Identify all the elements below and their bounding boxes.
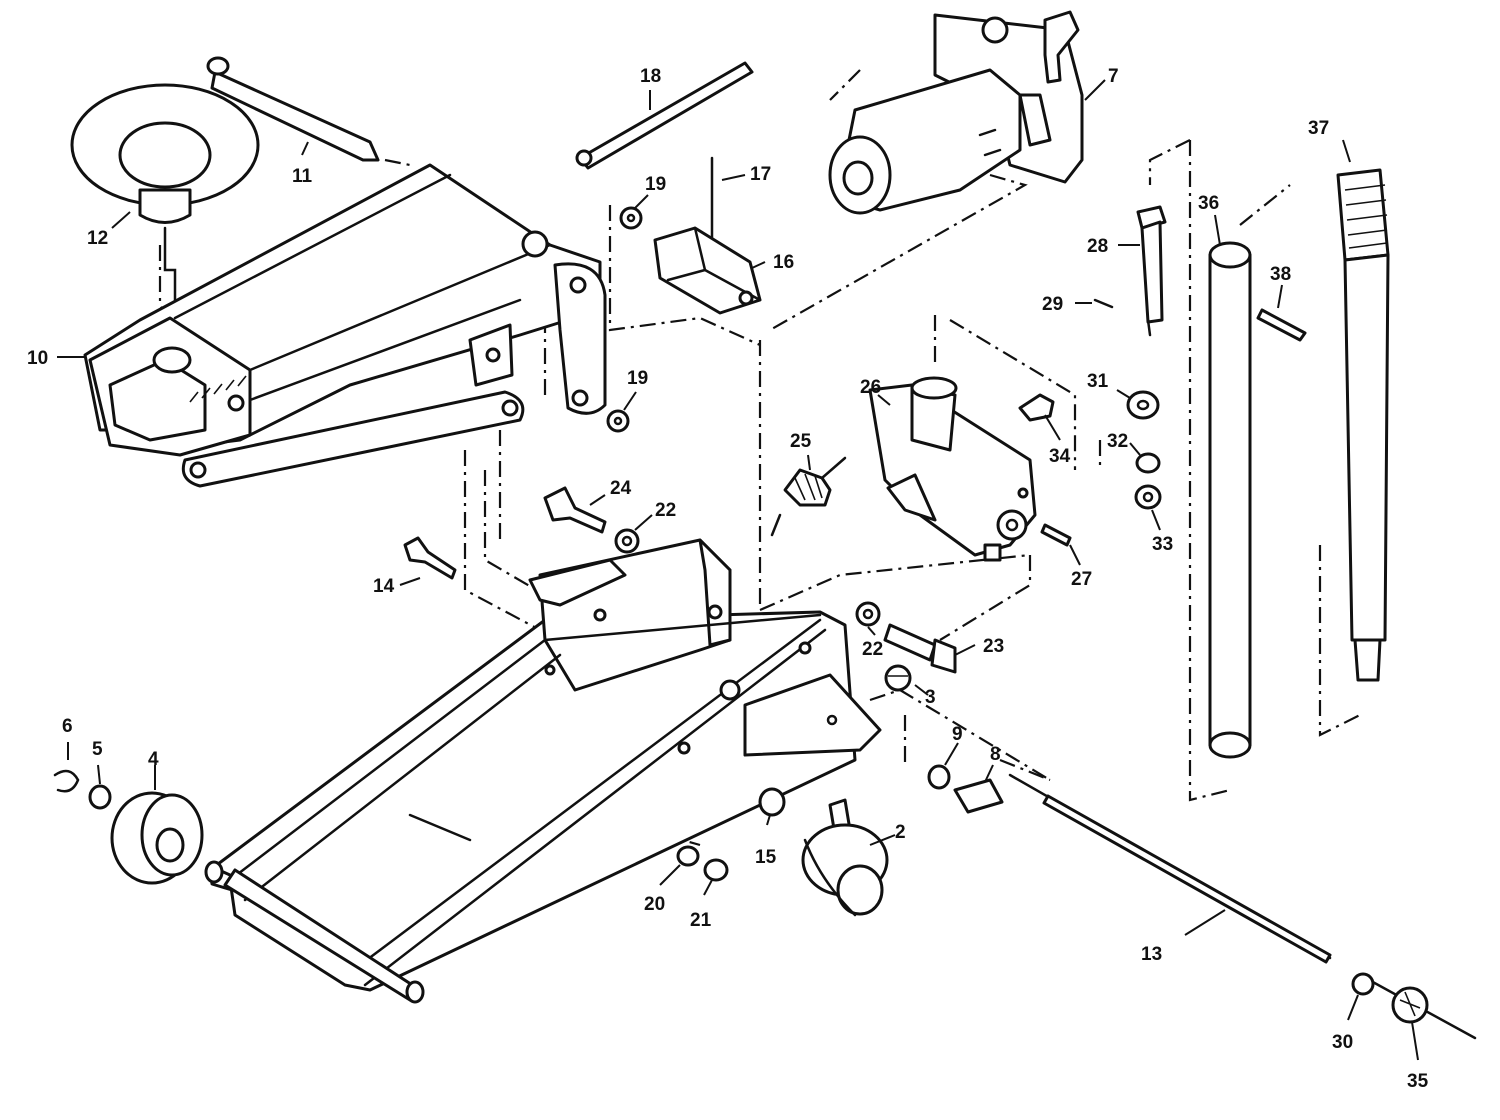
callout-36: 36 — [1198, 193, 1219, 214]
callout-32: 32 — [1107, 431, 1128, 452]
part-38-pin — [1256, 308, 1307, 342]
part-30-35-nuts — [1351, 972, 1429, 1024]
leader-lines — [57, 79, 1419, 1061]
part-22-washers — [614, 528, 881, 627]
part-19-washers — [606, 206, 643, 433]
part-25-spring — [770, 456, 847, 537]
callout-22: 22 — [655, 500, 676, 521]
callout-26: 26 — [860, 377, 881, 398]
callout-33: 33 — [1152, 534, 1173, 555]
part-10-lift-arm — [83, 163, 607, 488]
part-14-bolt — [403, 536, 457, 580]
part-31-33-washers — [1126, 390, 1162, 510]
part-23-bolt — [883, 623, 957, 674]
part-28-valve — [1136, 205, 1167, 337]
callout-24: 24 — [610, 478, 632, 499]
callout-3: 3 — [925, 687, 936, 708]
part-36-tube — [1208, 241, 1252, 759]
callout-14: 14 — [373, 576, 395, 597]
part-27-pin — [1040, 523, 1072, 547]
part-20-21-fasteners — [676, 845, 729, 882]
part-29-pin — [1093, 298, 1114, 309]
part-2-caster — [801, 798, 889, 917]
callout-19: 19 — [645, 174, 666, 195]
callout-22b: 22 — [862, 639, 883, 660]
callout-10: 10 — [27, 348, 48, 369]
part-24-bolt — [543, 486, 607, 534]
part-15-clip — [758, 787, 786, 817]
part-11-rod — [206, 56, 380, 162]
callout-17: 17 — [750, 164, 771, 185]
callout-35: 35 — [1407, 1071, 1429, 1092]
part-frame — [204, 538, 882, 1004]
callout-5: 5 — [92, 739, 103, 760]
part-26-body — [868, 376, 1037, 562]
callout-34: 34 — [1049, 446, 1071, 467]
callout-16: 16 — [773, 252, 794, 273]
callout-29: 29 — [1042, 294, 1063, 315]
part-34-fitting — [1018, 393, 1055, 422]
callout-38: 38 — [1270, 264, 1291, 285]
part-16-block — [653, 226, 762, 315]
callout-8: 8 — [990, 744, 1001, 765]
callout-18: 18 — [640, 66, 661, 87]
callout-21: 21 — [690, 910, 712, 931]
callout-31: 31 — [1087, 371, 1109, 392]
callout-20: 20 — [644, 894, 665, 915]
callout-19b: 19 — [627, 368, 648, 389]
callout-12: 12 — [87, 228, 108, 249]
callout-15: 15 — [755, 847, 777, 868]
callout-9: 9 — [952, 724, 963, 745]
callout-30: 30 — [1332, 1032, 1353, 1053]
callout-13: 13 — [1141, 944, 1162, 965]
part-12-saddle — [70, 83, 260, 317]
callout-37: 37 — [1308, 118, 1329, 139]
callout-11: 11 — [292, 166, 313, 187]
callouts: 2 3 4 5 6 7 8 9 10 11 12 13 14 15 16 17 … — [27, 66, 1429, 1092]
callout-4: 4 — [148, 749, 159, 770]
callout-6: 6 — [62, 716, 73, 737]
part-3-nut — [884, 664, 912, 692]
part-7-pump — [828, 10, 1084, 215]
part-8-9-fitting — [927, 764, 1004, 814]
callout-28: 28 — [1087, 236, 1108, 257]
part-37-handle — [1336, 168, 1390, 682]
callout-2: 2 — [895, 822, 906, 843]
part-13-rod — [1008, 773, 1477, 1040]
callout-7: 7 — [1108, 66, 1119, 87]
callout-25: 25 — [790, 431, 812, 452]
part-4-wheel — [110, 791, 204, 885]
part-5-6-fasteners — [53, 769, 112, 810]
callout-27: 27 — [1071, 569, 1092, 590]
callout-23: 23 — [983, 636, 1004, 657]
part-18-rod — [575, 61, 754, 170]
